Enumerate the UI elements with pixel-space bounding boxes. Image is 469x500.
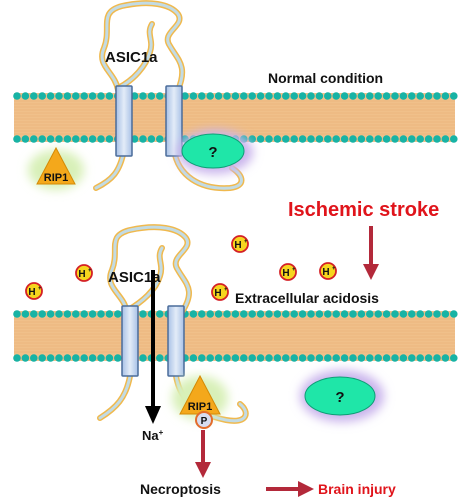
svg-text:H: H <box>282 268 289 279</box>
asic1a-label-top: ASIC1a <box>105 49 158 66</box>
rip1-kinase-bottom: RIP1 P <box>172 374 228 429</box>
svg-text:H: H <box>28 287 35 298</box>
svg-text:H: H <box>234 240 241 251</box>
rip1-label-bottom: RIP1 <box>188 401 212 413</box>
unknown-protein-bottom: ? <box>300 370 384 422</box>
phosphate-label: P <box>201 416 208 427</box>
transmembrane-helix <box>165 85 183 157</box>
cell-membrane-top <box>13 92 458 143</box>
rip1-kinase-top: RIP1 <box>28 146 84 190</box>
asic1a-channel-top: ASIC1a <box>93 0 245 192</box>
necroptosis-label: Necroptosis <box>140 481 221 497</box>
brain-injury-label: Brain injury <box>318 481 396 497</box>
proton-ions: H+H+H+H+H+H+ <box>25 235 337 301</box>
svg-text:+: + <box>38 286 42 292</box>
sodium-ion-label: Na+ <box>142 428 164 443</box>
proton-icon: H+ <box>211 283 229 301</box>
proton-icon: H+ <box>75 264 93 282</box>
proton-icon: H+ <box>25 282 43 300</box>
necroptosis-down-arrow <box>195 430 211 478</box>
svg-text:+: + <box>292 267 296 273</box>
extracellular-acidosis-label: Extracellular acidosis <box>235 290 379 306</box>
top-panel: ASIC1a Normal condition ? RIP1 <box>13 0 458 192</box>
asic1a-label-bottom: ASIC1a <box>108 269 161 286</box>
transmembrane-helix <box>115 85 133 157</box>
unknown-mark-bottom: ? <box>335 389 344 406</box>
svg-text:+: + <box>224 287 228 293</box>
svg-text:H: H <box>214 288 221 299</box>
transmembrane-helix <box>121 305 139 377</box>
asic1a-channel-bottom: ASIC1a <box>97 224 249 424</box>
cell-membrane-bottom <box>13 310 458 362</box>
ischemic-stroke-label: Ischemic stroke <box>288 199 439 221</box>
bottom-panel: Ischemic stroke ASIC1a Na+ <box>13 199 458 497</box>
svg-text:+: + <box>332 266 336 272</box>
svg-text:H: H <box>322 267 329 278</box>
normal-condition-label: Normal condition <box>268 70 383 86</box>
svg-text:+: + <box>244 239 248 245</box>
unknown-protein-top: ? <box>177 130 253 174</box>
proton-icon: H+ <box>279 263 297 281</box>
phosphate-badge: P <box>195 411 213 429</box>
transmembrane-helix <box>167 305 185 377</box>
svg-text:Na+: Na+ <box>142 428 164 443</box>
sodium-influx-arrow <box>145 270 161 424</box>
unknown-mark-top: ? <box>208 144 217 161</box>
stroke-down-arrow <box>363 226 379 280</box>
proton-icon: H+ <box>231 235 249 253</box>
svg-text:H: H <box>78 269 85 280</box>
rip1-label-top: RIP1 <box>44 172 68 184</box>
proton-icon: H+ <box>319 262 337 280</box>
svg-text:+: + <box>88 268 92 274</box>
brain-injury-arrow <box>266 481 314 497</box>
